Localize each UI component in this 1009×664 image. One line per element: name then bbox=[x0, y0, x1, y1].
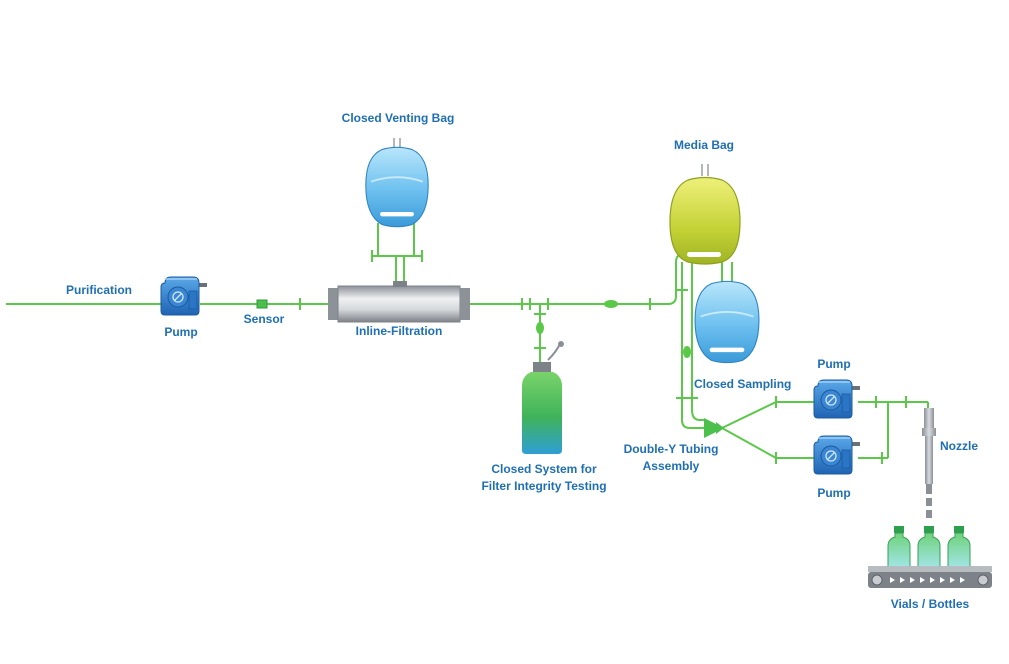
vials-group bbox=[887, 525, 971, 573]
pump-bottom-label: Pump bbox=[817, 486, 851, 500]
sampling-bag-icon bbox=[694, 280, 760, 364]
vial-icon bbox=[887, 525, 911, 573]
sensor-label: Sensor bbox=[243, 312, 285, 326]
pump-icon bbox=[813, 435, 861, 475]
vial-icon bbox=[917, 525, 941, 573]
nozzle-label: Nozzle bbox=[940, 439, 979, 453]
closed-sampling-label: Closed Sampling bbox=[694, 377, 792, 391]
closed-venting-bag-label: Closed Venting Bag bbox=[341, 111, 455, 125]
inline-filtration-label: Inline-Filtration bbox=[355, 324, 443, 338]
nozzle-icon bbox=[922, 408, 936, 518]
double-y-connector-icon bbox=[704, 418, 724, 438]
venting-bag-icon bbox=[364, 138, 430, 228]
purification-label: Purification bbox=[66, 283, 133, 297]
filter-housing-icon bbox=[328, 281, 470, 323]
conveyor-icon bbox=[868, 566, 992, 588]
media-bag-icon bbox=[669, 164, 741, 265]
tubing-network bbox=[6, 223, 929, 459]
vials-bottles-label: Vials / Bottles bbox=[890, 597, 970, 611]
tubing-fittings bbox=[299, 250, 907, 464]
filter-test-bottle-icon bbox=[522, 341, 564, 454]
sensor-icon bbox=[256, 299, 268, 309]
pump-top-label: Pump bbox=[817, 357, 851, 371]
pump-icon bbox=[160, 276, 208, 316]
media-bag-label: Media Bag bbox=[673, 138, 735, 152]
closed-system-label: Closed System for Filter Integrity Testi… bbox=[481, 462, 607, 493]
pump-icon bbox=[813, 379, 861, 419]
pump-main-label: Pump bbox=[164, 325, 198, 339]
double-y-label: Double-Y Tubing Assembly bbox=[623, 442, 719, 473]
vial-icon bbox=[947, 525, 971, 573]
